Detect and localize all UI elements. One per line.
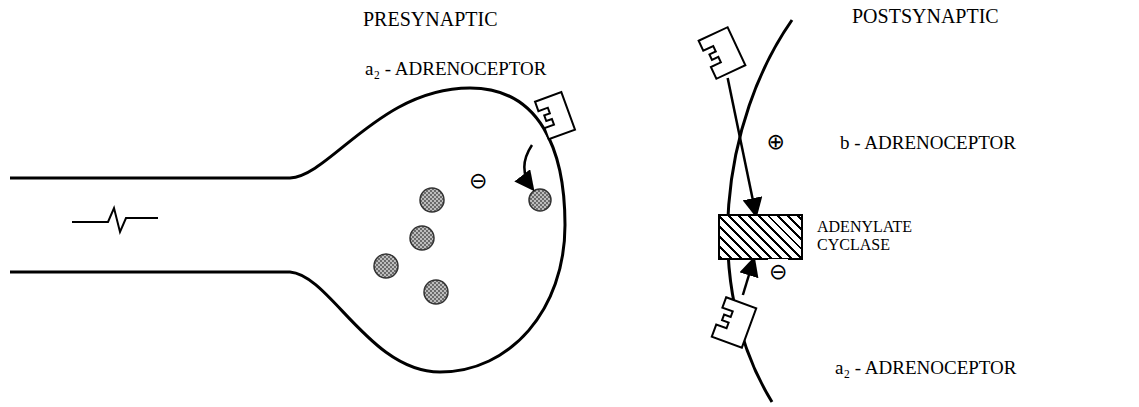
effect-sign: ⊖	[768, 259, 788, 284]
effect-arrow	[728, 78, 756, 214]
receptor-label: a₂ - ADRENOCEPTOR	[365, 58, 547, 80]
effect-arrow	[743, 260, 754, 295]
action-potential	[72, 208, 158, 232]
vesicle	[374, 254, 398, 278]
beta-receptor: b - ADRENOCEPTOR	[700, 28, 745, 78]
section-heading: POSTSYNAPTIC	[852, 5, 999, 28]
section-heading: PRESYNAPTIC	[363, 8, 497, 31]
node-label: b - ADRENOCEPTOR	[840, 132, 1016, 154]
effect-sign: ⊕	[765, 129, 785, 154]
presynaptic-terminal	[10, 88, 565, 372]
inhibition-arrow	[525, 145, 533, 188]
vesicle	[424, 280, 448, 304]
receptor-symbol	[700, 28, 745, 78]
vesicle	[410, 226, 434, 250]
presynaptic-receptor	[535, 92, 575, 139]
vesicle	[529, 189, 551, 211]
adenylate-cyclase: ADENYLATE CYCLASE	[718, 214, 803, 260]
receptor-symbol	[712, 295, 757, 350]
node-label: ADENYLATE CYCLASE	[817, 218, 939, 255]
effect-sign: ⊖	[468, 168, 488, 193]
vesicle	[420, 188, 444, 212]
node-label: a₂ - ADRENOCEPTOR	[835, 357, 1017, 379]
alpha2-receptor: a₂ - ADRENOCEPTOR	[712, 295, 757, 350]
